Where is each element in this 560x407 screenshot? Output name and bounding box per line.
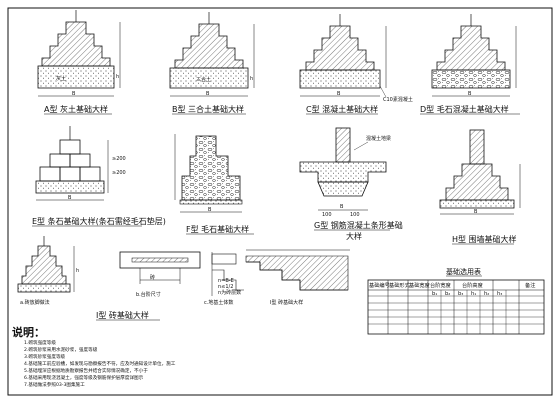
detail-a-height-label: h <box>116 74 119 80</box>
detail-h-caption: H型 围墙基础大样 <box>452 234 517 244</box>
detail-h-width-label: B <box>474 209 478 215</box>
detail-a-fill-label: 灰土 <box>56 75 66 82</box>
table-subheader: b₁ <box>432 291 437 297</box>
detail-g-dim-b: 100 <box>350 212 360 218</box>
detail-d-width-label: B <box>468 91 472 97</box>
detail-i-step-caption-2: b.台阶尺寸 <box>136 291 161 298</box>
detail-i-long-section-label: I型 砖基础大样 <box>270 299 303 306</box>
detail-b-height-label: h <box>250 76 253 82</box>
detail-b-fill-label: 三合土 <box>196 76 211 83</box>
detail-c: B C10素混凝土 C型 混凝土基础大样 <box>299 14 413 115</box>
table-header: 备注 <box>525 281 535 289</box>
detail-a-caption: A型 灰土基础大样 <box>44 104 108 114</box>
detail-f-caption: F型 毛石基础大样 <box>186 224 249 234</box>
note-item: 6.基础采用现浇混凝土，强度等级及钢筋保护层厚度详图示 <box>24 374 144 381</box>
detail-f: B F型 毛石基础大样 <box>174 134 254 235</box>
detail-g-annotation: 混凝土地梁 <box>366 135 391 142</box>
detail-i-step-caption-1: a.砖放脚做法 <box>20 299 50 306</box>
detail-i-step-caption-3: c.地基土体数 <box>204 299 233 306</box>
table-subheader: b₂ <box>445 291 450 297</box>
detail-c-width-label: B <box>337 91 341 97</box>
detail-g: 混凝土地梁 100 100 B G型 钢筋混凝土条形基础 大样 <box>299 127 403 241</box>
detail-i-height-label: h <box>76 268 79 274</box>
detail-e-width-label: B <box>68 195 72 201</box>
note-item: 1.砌筑强度等级 <box>24 339 56 346</box>
detail-c-caption: C型 混凝土基础大样 <box>306 104 378 114</box>
detail-i-formula-2: n≤1/2 <box>218 284 233 290</box>
detail-i-formula-1: n=B-E <box>218 278 234 284</box>
table-subheader: h₁ <box>471 291 476 297</box>
table-header: 台阶宽度 <box>430 281 451 289</box>
table-header: 基础形式 <box>389 281 411 289</box>
detail-a-width-label: B <box>72 91 76 97</box>
detail-g-width-label: B <box>340 204 344 210</box>
detail-g-dim-a: 100 <box>322 212 332 218</box>
table-subheader: b₃ <box>458 291 463 297</box>
detail-e: ≥200 ≥200 B E型 条石基础大样(条石需经毛石垫层) <box>32 126 166 227</box>
table-header: 台阶高度 <box>462 281 483 289</box>
detail-d-caption: D型 毛石混凝土基础大样 <box>420 104 509 114</box>
note-item: 3.砌筑砂浆强度等级 <box>24 353 66 360</box>
note-item: 5.基础埋深应根据地质勘察报告并结合实际情况确定，不小于 <box>24 367 148 374</box>
detail-e-dim-a: ≥200 <box>112 156 126 162</box>
detail-i: h a.砖放脚做法 砖 b.台阶尺寸 c.地基土体数 n=B-E n≤1/2 n… <box>17 236 350 321</box>
detail-c-annotation: C10素混凝土 <box>383 96 413 103</box>
detail-e-caption: E型 条石基础大样(条石需经毛石垫层) <box>32 216 166 226</box>
detail-b: B h 三合土 B型 三合土基础大样 <box>169 12 255 115</box>
selection-table: 基础选用表 基础编号 基础形式 基础宽度 台阶宽度 台阶高度 备注 b₁ b₂ … <box>367 267 545 335</box>
detail-g-caption-2: 大样 <box>346 231 362 241</box>
note-item: 4.基础施工前应验槽，如发现与勘察报告不符，应及时通知设计单位，施工 <box>24 360 176 367</box>
detail-h: B H型 围墙基础大样 <box>439 129 521 245</box>
notes-title: 说明： <box>12 325 45 339</box>
sheet-border <box>7 7 553 396</box>
detail-b-width-label: B <box>206 91 210 97</box>
detail-i-brick-label: 砖 <box>150 274 155 281</box>
detail-i-caption: I型 砖基础大样 <box>96 310 149 320</box>
detail-d: B D型 毛石混凝土基础大样 <box>420 14 520 115</box>
detail-g-caption: G型 钢筋混凝土条形基础 <box>314 220 403 230</box>
table-header: 基础宽度 <box>409 281 430 289</box>
detail-e-dim-b: ≥200 <box>112 170 126 176</box>
table-subheader: h₂ <box>484 291 489 297</box>
table-header: 基础编号 <box>369 281 390 289</box>
detail-b-caption: B型 三合土基础大样 <box>172 104 244 114</box>
note-item: 7.基础做法参照03-3图集施工 <box>24 381 85 388</box>
note-item: 2.砌筑砂浆采用水泥砂浆，强度等级 <box>24 346 98 353</box>
notes-block: 说明： 1.砌筑强度等级 2.砌筑砂浆采用水泥砂浆，强度等级 3.砌筑砂浆强度等… <box>12 325 176 388</box>
detail-f-width-label: B <box>208 207 212 213</box>
table-subheader: h₃ <box>497 291 502 297</box>
detail-a: B h 灰土 A型 灰土基础大样 <box>37 10 121 115</box>
selection-table-title: 基础选用表 <box>446 267 481 276</box>
detail-i-formula-3: n为砖层数 <box>218 289 241 296</box>
